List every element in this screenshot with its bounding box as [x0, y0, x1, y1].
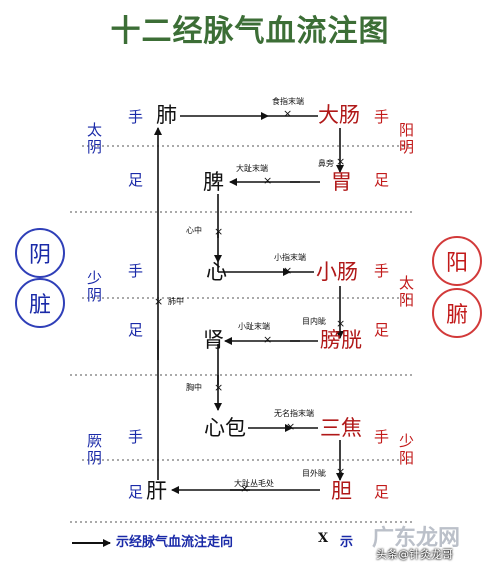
yin-circle: 阴: [15, 228, 65, 278]
cross-mark: ×: [336, 465, 346, 478]
group-taiyin: 太阴: [85, 122, 103, 156]
hand-label: 手: [374, 428, 390, 446]
hand-label: 手: [374, 108, 390, 126]
foot-label: 足: [128, 483, 144, 501]
cross-mark: ×: [283, 107, 293, 120]
organ-pericardium: 心包: [204, 416, 246, 440]
point-label: 食指末端: [272, 97, 304, 106]
point-label: 大趾丛毛处: [234, 479, 274, 488]
zang-circle: 脏: [15, 278, 65, 328]
group-jueyin: 厥阴: [85, 433, 103, 467]
organ-lung: 肺: [156, 103, 177, 127]
point-label: 肺中: [168, 297, 184, 306]
cross-mark: ×: [214, 225, 224, 238]
cross-mark: ×: [336, 317, 346, 330]
point-label: 心中: [186, 226, 202, 235]
section-dividers: [70, 145, 412, 523]
point-label: 目外眦: [302, 469, 326, 478]
point-label: 无名指末端: [274, 409, 314, 418]
group-shaoyin: 少阴: [85, 270, 103, 304]
organ-kidney: 肾: [203, 328, 224, 352]
foot-label: 足: [374, 483, 390, 501]
point-label: 大趾末端: [236, 164, 268, 173]
point-label: 小趾末端: [238, 322, 270, 331]
hand-label: 手: [128, 108, 144, 126]
organ-small-intestine: 小肠: [316, 260, 358, 284]
group-taiyang: 太阳: [397, 275, 415, 309]
cross-mark: ×: [240, 482, 250, 495]
foot-label: 足: [128, 321, 144, 339]
diagram-title: 十二经脉气血流注图: [110, 14, 390, 49]
fu-circle: 腑: [432, 288, 482, 338]
organ-gallbladder: 胆: [331, 479, 352, 503]
legend-cross-text: 示: [340, 535, 354, 550]
point-label: 胸中: [186, 383, 202, 392]
cross-mark: ×: [336, 155, 346, 168]
legend-cross-symbol: X: [318, 531, 329, 546]
cross-mark: ×: [286, 420, 296, 433]
hand-label: 手: [374, 262, 390, 280]
organ-sanjiao: 三焦: [320, 416, 362, 440]
cross-mark: ×: [263, 174, 273, 187]
point-label: 鼻旁: [318, 159, 334, 168]
foot-label: 足: [374, 171, 390, 189]
watermark-brand: 广东龙网: [372, 526, 461, 551]
hand-label: 手: [128, 428, 144, 446]
group-shaoyang: 少阳: [397, 433, 415, 467]
cross-mark: ×: [154, 295, 164, 308]
foot-label: 足: [374, 321, 390, 339]
yang-circle: 阳: [432, 236, 482, 286]
organ-liver: 肝: [146, 479, 167, 503]
organ-heart: 心: [206, 260, 227, 284]
cross-mark: ×: [263, 333, 273, 346]
hand-label: 手: [128, 262, 144, 280]
organ-large-intestine: 大肠: [318, 103, 360, 127]
cross-mark: ×: [283, 264, 293, 277]
organ-stomach: 胃: [331, 170, 352, 194]
cross-mark: ×: [214, 381, 224, 394]
organ-spleen: 脾: [203, 170, 224, 194]
watermark-author: 头条@针灸龙哥: [376, 548, 453, 561]
point-label: 目内眦: [302, 317, 326, 326]
organ-bladder: 膀胱: [320, 328, 362, 352]
legend-arrow-text: 示经脉气血流注走向: [116, 535, 234, 550]
foot-label: 足: [128, 171, 144, 189]
group-yangming: 阳明: [397, 122, 415, 156]
point-label: 小指末端: [274, 253, 306, 262]
